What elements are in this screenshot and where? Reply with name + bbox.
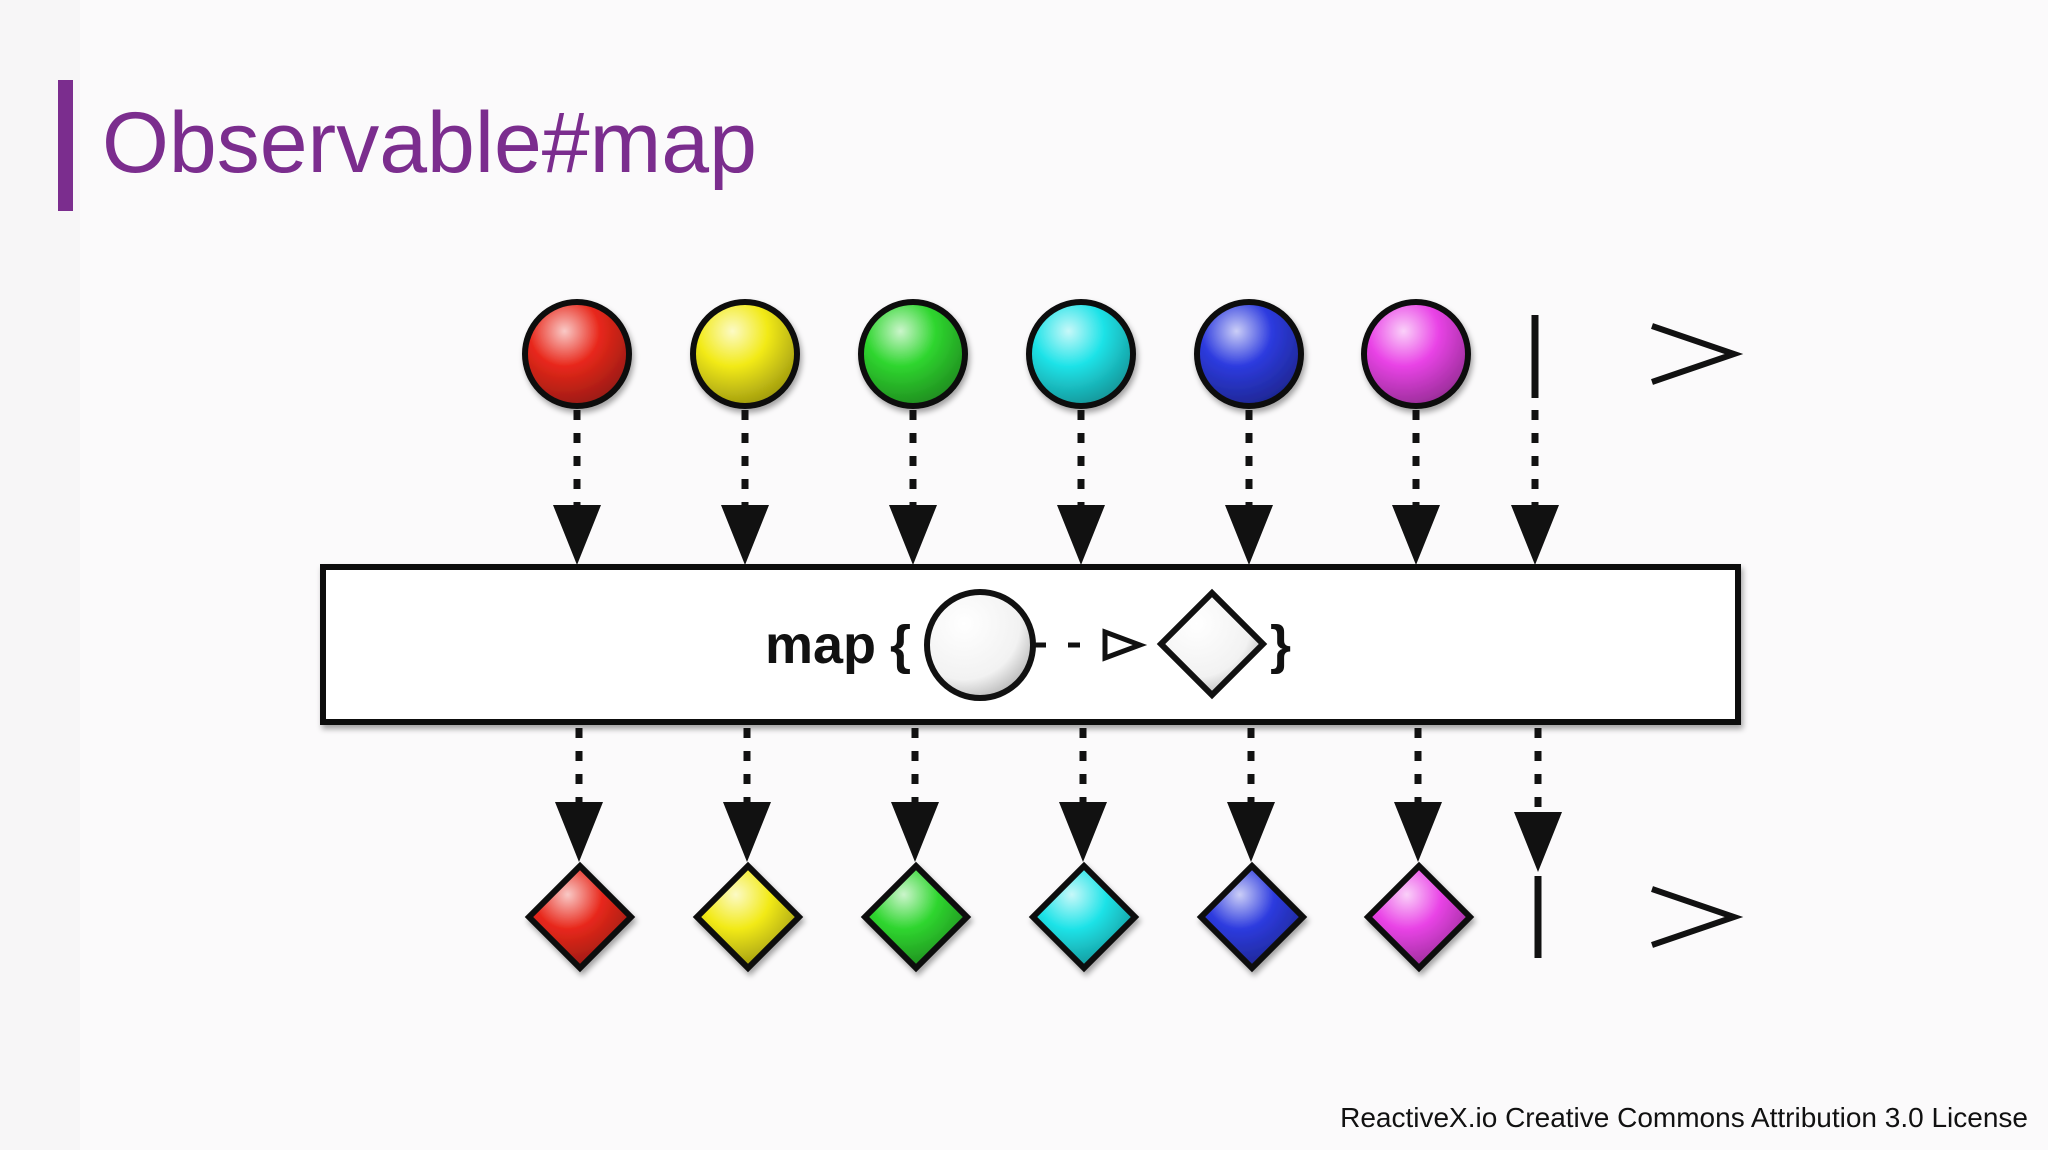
attribution-credit: ReactiveX.io Creative Commons Attributio… — [1340, 1102, 2028, 1133]
dashed-arrow-right-icon — [1035, 628, 1148, 662]
dotted-arrow-down-icon — [891, 728, 939, 862]
operator-open-brace: { — [890, 615, 911, 675]
dotted-arrow-down-icon — [1392, 410, 1440, 565]
dotted-arrow-down-icon — [1394, 728, 1442, 862]
input-timeline — [326, 299, 1744, 409]
operator-output-diamond-icon — [1156, 588, 1268, 700]
output-marble-diamond — [1196, 861, 1308, 973]
dotted-arrow-down-icon — [723, 728, 771, 862]
output-marbles — [524, 861, 1475, 973]
operator-close-brace: } — [1270, 615, 1291, 675]
input-marble-circle — [690, 299, 800, 409]
output-marble-diamond — [524, 861, 636, 973]
output-marble-diamond — [692, 861, 804, 973]
dotted-arrow-down-icon — [1059, 728, 1107, 862]
slide-title: Observable#map — [102, 95, 757, 191]
dotted-arrow-down-icon — [721, 410, 769, 565]
output-timeline-arrowhead — [1651, 886, 1744, 948]
arrows-into-operator — [553, 410, 1559, 565]
operator-keyword: map — [765, 615, 876, 675]
dotted-arrow-down-icon — [555, 728, 603, 862]
input-timeline-arrowhead — [1651, 323, 1744, 385]
input-marble-circle — [1026, 299, 1136, 409]
output-timeline — [326, 861, 1744, 973]
operator-input-circle-icon — [924, 589, 1036, 701]
operator-box: map { } — [320, 564, 1741, 725]
input-marble-circle — [1194, 299, 1304, 409]
input-marble-circle — [858, 299, 968, 409]
output-marble-diamond — [1028, 861, 1140, 973]
dotted-arrow-down-icon — [1225, 410, 1273, 565]
dotted-arrow-down-icon — [1514, 728, 1562, 872]
input-marble-circle — [522, 299, 632, 409]
dotted-arrow-down-icon — [889, 410, 937, 565]
arrows-out-of-operator — [555, 728, 1562, 872]
input-marble-circle — [1361, 299, 1471, 409]
title-accent-bar — [58, 80, 73, 211]
output-marble-diamond — [1363, 861, 1475, 973]
input-marbles — [522, 299, 1471, 409]
output-marble-diamond — [860, 861, 972, 973]
dotted-arrow-down-icon — [1511, 410, 1559, 565]
dotted-arrow-down-icon — [1057, 410, 1105, 565]
dotted-arrow-down-icon — [1227, 728, 1275, 862]
dotted-arrow-down-icon — [553, 410, 601, 565]
